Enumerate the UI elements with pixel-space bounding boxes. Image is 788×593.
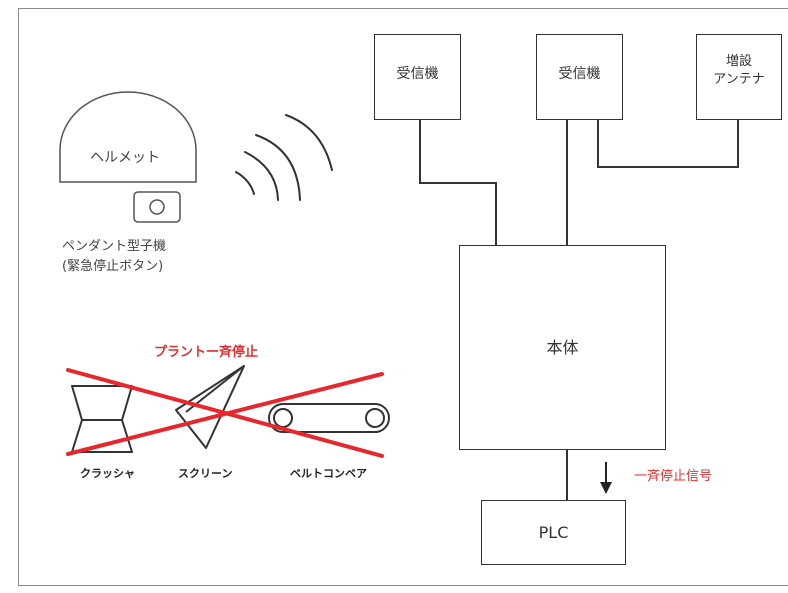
helmet-icon xyxy=(59,91,197,183)
main-unit-label: 本体 xyxy=(546,337,579,357)
plant-stop-cross-icon xyxy=(66,368,384,458)
signal-arrow-icon xyxy=(600,462,612,494)
crusher-label: クラッシャ xyxy=(80,467,135,480)
plant-stop-label: プラントー斉停止 xyxy=(154,345,259,360)
pendant-device-icon xyxy=(133,191,181,223)
receiver-box-right: 受信機 xyxy=(536,34,623,120)
plc-label: PLC xyxy=(538,522,569,542)
screen-label: スクリーン xyxy=(178,467,233,480)
extension-antenna-box: 増設 アンテナ xyxy=(696,34,782,120)
extension-antenna-label: 増設 アンテナ xyxy=(713,54,765,87)
belt-conveyor-label: ベルトコンベア xyxy=(290,467,367,480)
diagram-frame xyxy=(18,8,788,586)
crusher-icon xyxy=(71,385,133,453)
connector-antenna-to-receiver xyxy=(597,120,739,168)
helmet-label: ヘルメット xyxy=(90,150,160,166)
pendant-label: ペンダント型子機 (緊急停止ボタン) xyxy=(62,239,167,274)
stop-signal-label: 一斉停止信号 xyxy=(634,469,713,484)
radio-waves-icon xyxy=(235,114,333,201)
main-unit-box: 本体 xyxy=(459,245,666,450)
receiver-right-label: 受信機 xyxy=(558,66,601,82)
receiver-box-left: 受信機 xyxy=(374,34,461,120)
connector-receiver-left-to-main xyxy=(419,120,497,245)
plc-box: PLC xyxy=(481,500,626,565)
receiver-left-label: 受信機 xyxy=(396,66,439,82)
belt-conveyor-icon xyxy=(268,403,390,433)
